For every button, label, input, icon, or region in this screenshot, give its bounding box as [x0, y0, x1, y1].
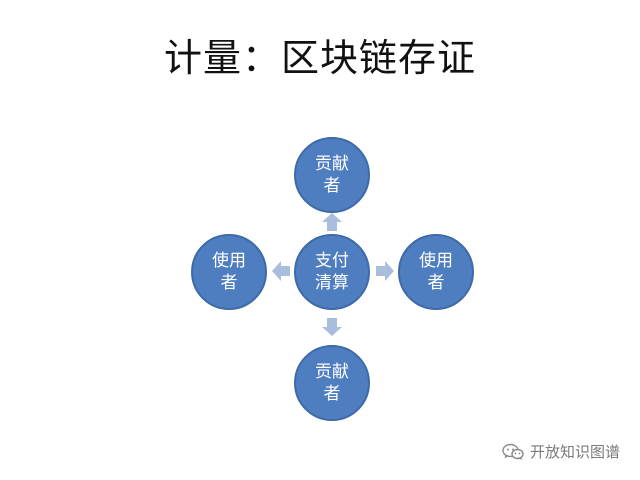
node-user-left-label: 使用者	[212, 251, 246, 293]
watermark: 开放知识图谱	[502, 441, 620, 462]
arrow-down-icon	[322, 318, 342, 336]
node-user-right: 使用者	[398, 234, 474, 310]
arrow-left-icon	[272, 261, 290, 281]
node-user-left: 使用者	[191, 234, 267, 310]
node-user-right-label: 使用者	[419, 251, 453, 293]
node-payment-clearing-label: 支付清算	[315, 251, 349, 293]
node-contributor-top: 贡献者	[294, 137, 370, 213]
watermark-text: 开放知识图谱	[529, 443, 620, 461]
arrow-right-icon	[376, 261, 394, 281]
node-contributor-bottom: 贡献者	[294, 345, 370, 421]
node-payment-clearing-center: 支付清算	[294, 234, 370, 310]
wechat-icon	[502, 443, 524, 460]
node-contributor-top-label: 贡献者	[315, 154, 349, 196]
slide-title: 计量：区块链存证	[163, 36, 476, 80]
arrow-up-icon	[322, 213, 342, 231]
node-contributor-bottom-label: 贡献者	[315, 362, 349, 404]
